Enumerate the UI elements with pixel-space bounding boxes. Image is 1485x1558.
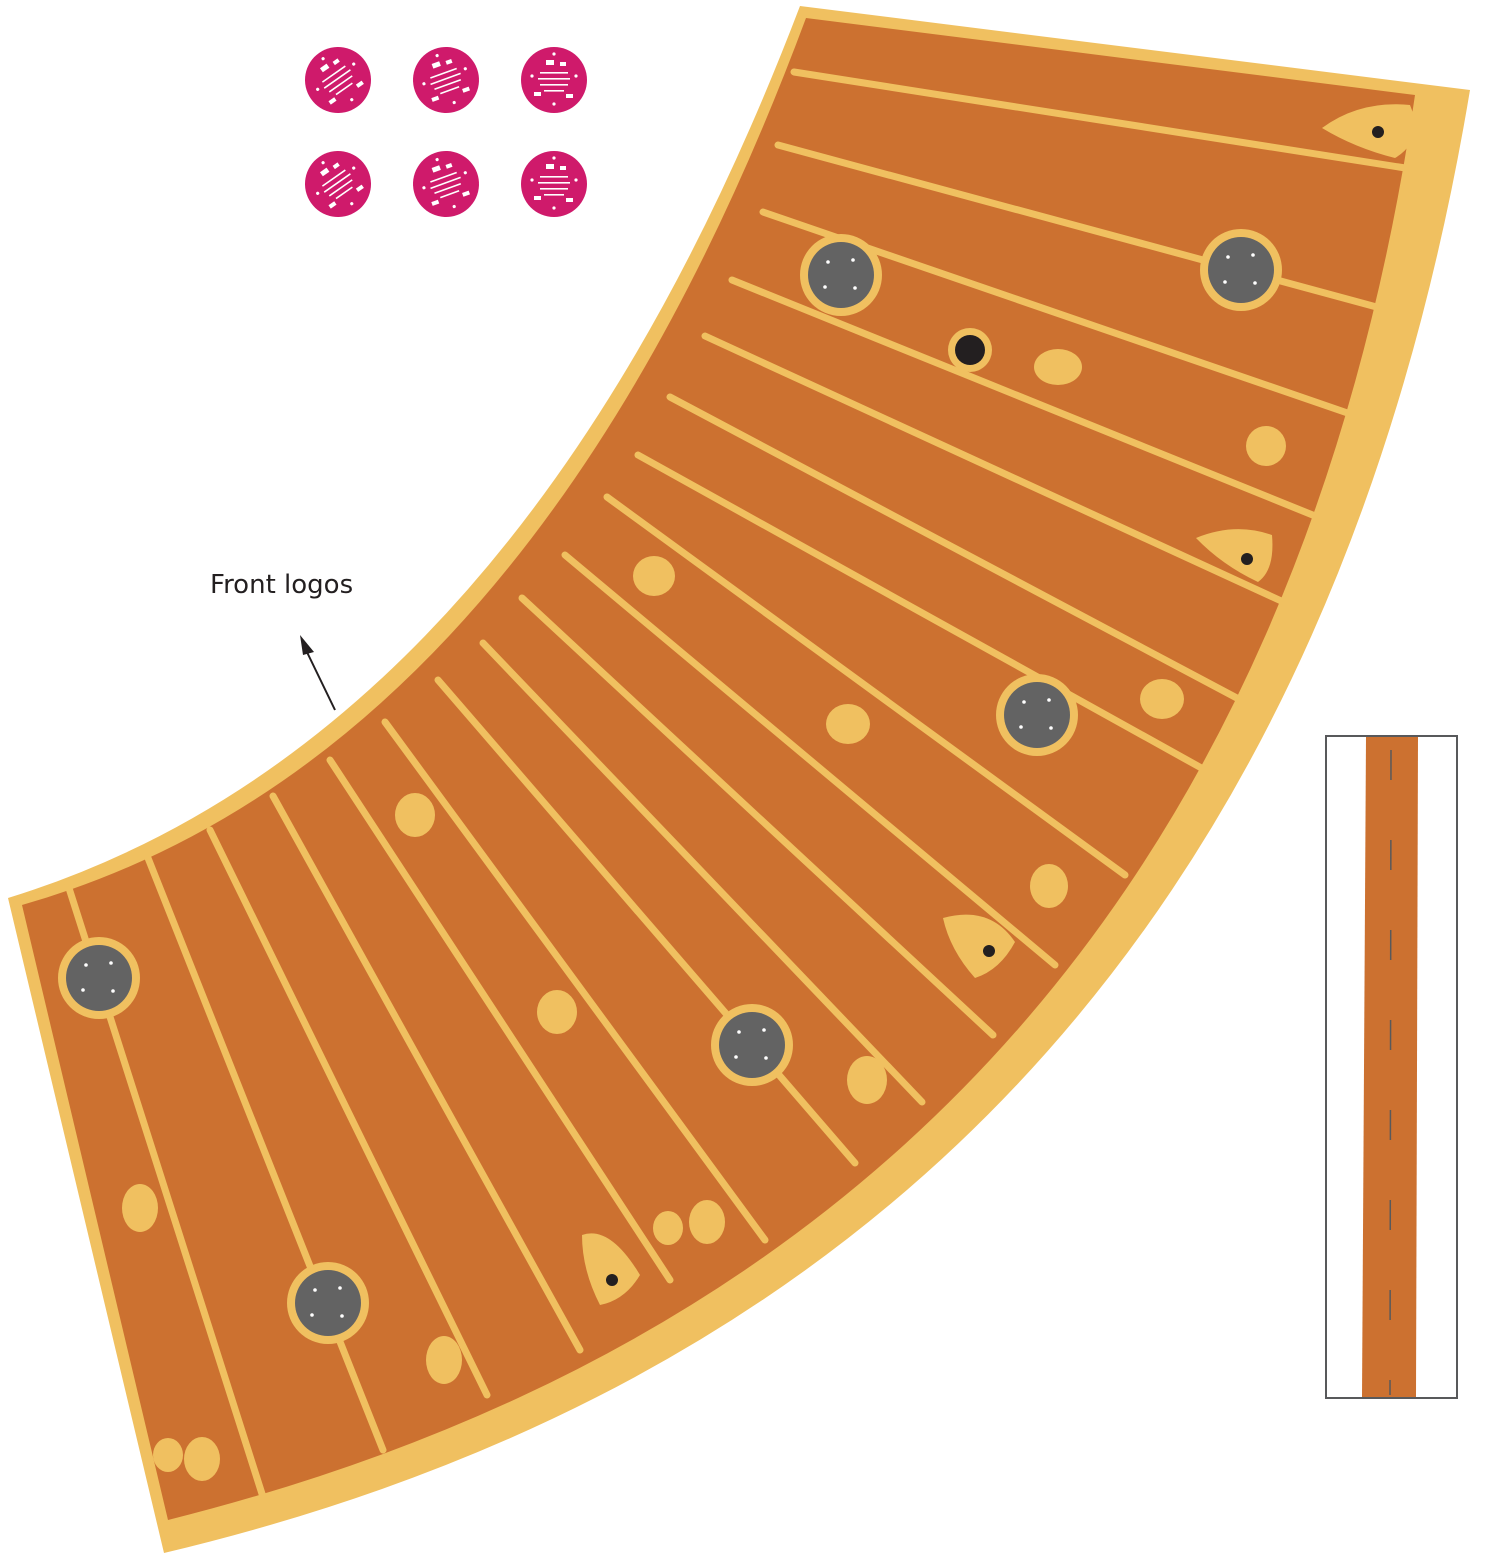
nail-hole-icon	[1372, 126, 1384, 138]
rivet	[58, 937, 140, 1019]
plank-line	[269, 792, 584, 1354]
knot	[1030, 864, 1068, 908]
rivet-dot	[338, 1286, 342, 1290]
grey-rivet-icon	[1004, 682, 1070, 748]
nail-plate	[582, 1233, 640, 1305]
plank-line	[434, 676, 859, 1167]
rivet-dot	[81, 988, 85, 992]
nail-plate	[1322, 104, 1415, 158]
rivet-dot	[1022, 700, 1026, 704]
rivet-dot	[1251, 253, 1255, 257]
plank-line	[326, 756, 674, 1284]
plank-line	[518, 594, 997, 1039]
black-hole-icon	[955, 335, 985, 365]
rivet-dot	[109, 961, 113, 965]
rivet-dot	[1049, 726, 1053, 730]
rivet-dot	[734, 1055, 738, 1059]
side-strip-template	[1325, 735, 1458, 1399]
direction-arrow	[300, 635, 336, 711]
rivet-dot	[826, 260, 830, 264]
plank-line	[701, 332, 1294, 609]
plank-line	[206, 826, 491, 1399]
knot	[1246, 426, 1286, 466]
plank-line	[774, 141, 1399, 316]
magenta-round-logo-icon	[521, 151, 587, 217]
plank-line	[666, 393, 1254, 709]
rivet	[996, 674, 1078, 756]
grey-rivet-icon	[808, 242, 874, 308]
rivet	[711, 1004, 793, 1086]
magenta-round-logo-icon	[521, 47, 587, 113]
knot	[847, 1056, 887, 1104]
rivet-dot	[313, 1288, 317, 1292]
plank-line	[479, 639, 926, 1106]
rivet-dot	[1047, 698, 1051, 702]
knot	[184, 1437, 220, 1481]
knot	[122, 1184, 158, 1232]
rivet-dot	[1226, 255, 1230, 259]
rivet-dot	[310, 1313, 314, 1317]
magenta-round-logo-icon	[413, 151, 479, 217]
rivet-dot	[737, 1030, 741, 1034]
plank-line	[634, 451, 1209, 774]
front-logos	[305, 47, 587, 217]
knot	[653, 1211, 683, 1245]
rivets	[58, 229, 1282, 1344]
black-hole	[948, 328, 992, 372]
arrow-head-icon	[300, 635, 314, 655]
strip-wood	[1362, 737, 1418, 1397]
grey-rivet-icon	[66, 945, 132, 1011]
plank-line	[728, 276, 1329, 524]
nail-plate	[1196, 529, 1273, 582]
knot	[153, 1438, 183, 1472]
front-logos-label: Front logos	[210, 570, 354, 600]
knot	[426, 1336, 462, 1384]
knots	[122, 349, 1286, 1481]
knot	[633, 556, 675, 596]
rivet-dot	[84, 963, 88, 967]
nail-hole-icon	[606, 1274, 618, 1286]
knot	[395, 793, 435, 837]
rivet-dot	[762, 1028, 766, 1032]
strip-fold-line	[1389, 749, 1392, 1396]
rivet	[800, 234, 882, 316]
plank-line	[381, 718, 769, 1244]
rivet	[1200, 229, 1282, 311]
magenta-round-logo-icon	[305, 47, 371, 113]
plank-line	[603, 493, 1129, 879]
arrow-shaft	[304, 647, 336, 711]
rivet-dot	[823, 285, 827, 289]
magenta-round-logo-icon	[305, 151, 371, 217]
knot	[826, 704, 870, 744]
knot	[1140, 679, 1184, 719]
grey-rivet-icon	[1208, 237, 1274, 303]
rivet-dot	[853, 286, 857, 290]
rivet-dot	[340, 1314, 344, 1318]
rivet-dot	[111, 989, 115, 993]
knot	[689, 1200, 725, 1244]
rivet	[287, 1262, 369, 1344]
rivet-dot	[1019, 725, 1023, 729]
rivet-dot	[764, 1056, 768, 1060]
magenta-round-logo-icon	[413, 47, 479, 113]
nail-plate	[943, 914, 1015, 978]
plank-line	[144, 854, 387, 1454]
rivet-dot	[851, 258, 855, 262]
nail-hole-icon	[983, 945, 995, 957]
plank-line	[561, 551, 1059, 969]
knot	[537, 990, 577, 1034]
plank-dividers	[64, 68, 1422, 1501]
grey-rivet-icon	[295, 1270, 361, 1336]
rivet-dot	[1253, 281, 1257, 285]
rivet-dot	[1223, 280, 1227, 284]
grey-rivet-icon	[719, 1012, 785, 1078]
nail-hole-icon	[1241, 553, 1253, 565]
knot	[1034, 349, 1082, 385]
nail-plates	[582, 104, 1415, 1305]
curved-band-wood	[22, 18, 1415, 1520]
plank-line	[790, 68, 1422, 174]
